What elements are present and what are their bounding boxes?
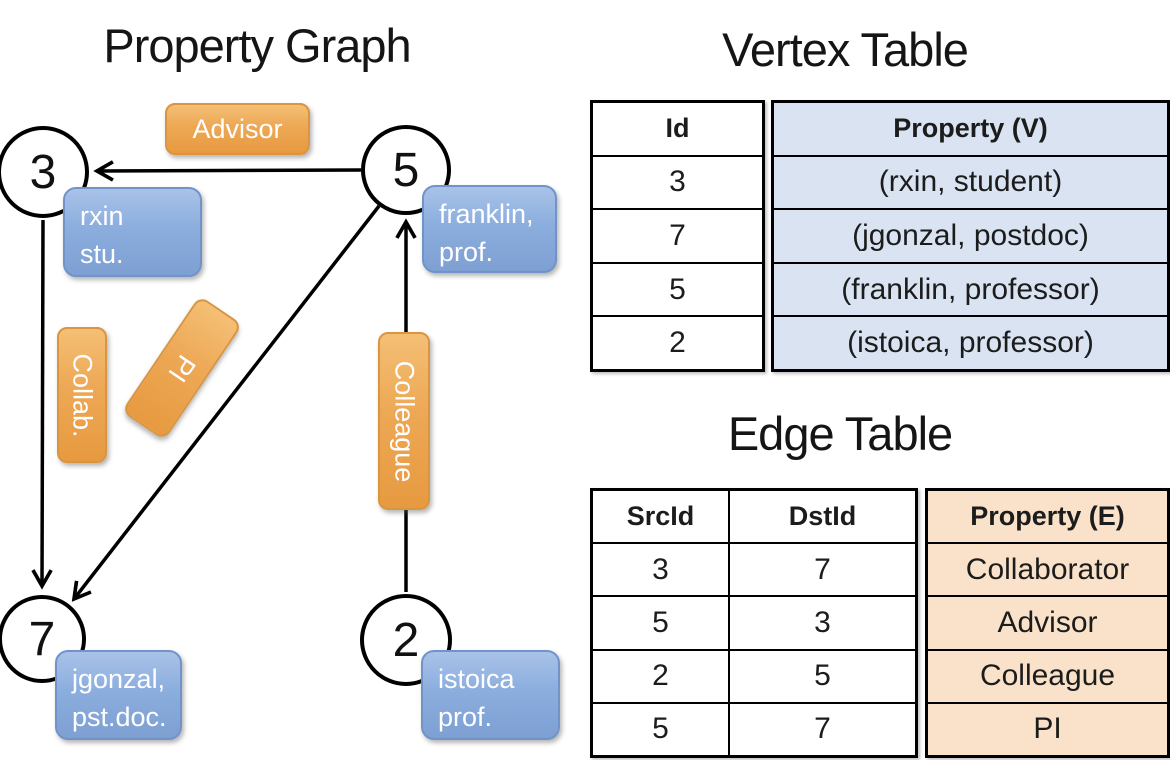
edge-table-property-column: Property (E) Collaborator Advisor Collea…: [925, 488, 1170, 758]
edge-table-title: Edge Table: [727, 407, 953, 460]
vertex-5-line2: prof.: [439, 237, 494, 268]
edge-label-colleague-text: Colleague: [389, 360, 420, 482]
edge-dstid-cell: 3: [730, 595, 915, 648]
vertex-table-header-property: Property (V): [893, 113, 1048, 144]
edge-table-dstid-column: DstId 7 3 5 7: [728, 491, 915, 755]
edge-table-header-dstid: DstId: [788, 501, 857, 532]
vertex-table-title: Vertex Table: [722, 23, 969, 76]
vertex-id-cell: 2: [593, 315, 762, 369]
vertex-table-id-column: Id 3 7 5 2: [590, 100, 765, 372]
vertex-3-line2: stu.: [80, 239, 124, 270]
vertex-property-cell: (jgonzal, postdoc): [774, 208, 1167, 262]
edge-srcid-cell: 2: [593, 648, 728, 702]
edge-label-collab: Collab.: [57, 327, 107, 463]
graph-node-2: 2: [360, 594, 452, 686]
edge-label-advisor: Advisor: [165, 103, 310, 155]
node-7-id: 7: [28, 612, 56, 666]
vertex-2-line2: prof.: [438, 702, 493, 733]
edge-dstid-cell: 5: [730, 648, 915, 702]
edge-property-cell: PI: [928, 701, 1167, 755]
edge-label-advisor-text: Advisor: [192, 113, 283, 144]
node-5-id: 5: [392, 143, 420, 197]
edge-label-collab-text: Collab.: [67, 352, 98, 438]
edge-property-cell: Collaborator: [928, 542, 1167, 595]
vertex-id-cell: 7: [593, 208, 762, 262]
vertex-property-cell: (rxin, student): [774, 154, 1167, 209]
node-3-id: 3: [29, 145, 57, 199]
vertex-id-cell: 3: [593, 154, 762, 209]
edge-property-cell: Advisor: [928, 595, 1167, 648]
vertex-5-line1: franklin,: [439, 199, 534, 229]
edge-srcid-cell: 5: [593, 595, 728, 648]
property-graph-title: Property Graph: [103, 19, 411, 72]
vertex-table-property-column: Property (V) (rxin, student) (jgonzal, p…: [771, 100, 1170, 372]
vertex-7-line1: jgonzal,: [72, 664, 166, 694]
vertex-property-cell: (istoica, professor): [774, 315, 1167, 369]
edge-srcid-cell: 3: [593, 542, 728, 595]
node-2-id: 2: [392, 613, 420, 667]
edge-table-header-property: Property (E): [970, 501, 1125, 532]
edge-label-pi-text: PI: [162, 349, 202, 388]
edge-table-srcid-column: SrcId 3 5 2 5: [593, 491, 728, 755]
vertex-property-label-5: franklin, prof.: [422, 185, 557, 273]
edge-table-header-srcid: SrcId: [626, 501, 695, 532]
edge-property-cell: Colleague: [928, 648, 1167, 702]
vertex-table-header-id: Id: [665, 113, 690, 144]
vertex-2-line1: istoica: [438, 664, 515, 694]
graph-node-5: 5: [361, 125, 451, 215]
edge-collab-3-to-7: [42, 219, 43, 586]
edge-advisor-5-to-3: [97, 170, 362, 171]
edge-label-colleague: Colleague: [378, 332, 430, 510]
vertex-id-cell: 5: [593, 261, 762, 316]
vertex-property-label-7: jgonzal, pst.doc.: [55, 650, 182, 740]
edge-dstid-cell: 7: [730, 542, 915, 595]
vertex-property-label-3: rxin stu.: [63, 187, 202, 277]
vertex-7-line2: pst.doc.: [72, 702, 167, 733]
edge-dstid-cell: 7: [730, 701, 915, 755]
vertex-property-label-2: istoica prof.: [421, 650, 560, 740]
edge-srcid-cell: 5: [593, 701, 728, 755]
vertex-3-line1: rxin: [80, 201, 124, 231]
edge-pi-5-to-7: [74, 204, 381, 599]
edge-table-id-columns: SrcId 3 5 2 5 DstId 7 3 5 7: [590, 488, 918, 758]
vertex-property-cell: (franklin, professor): [774, 261, 1167, 316]
